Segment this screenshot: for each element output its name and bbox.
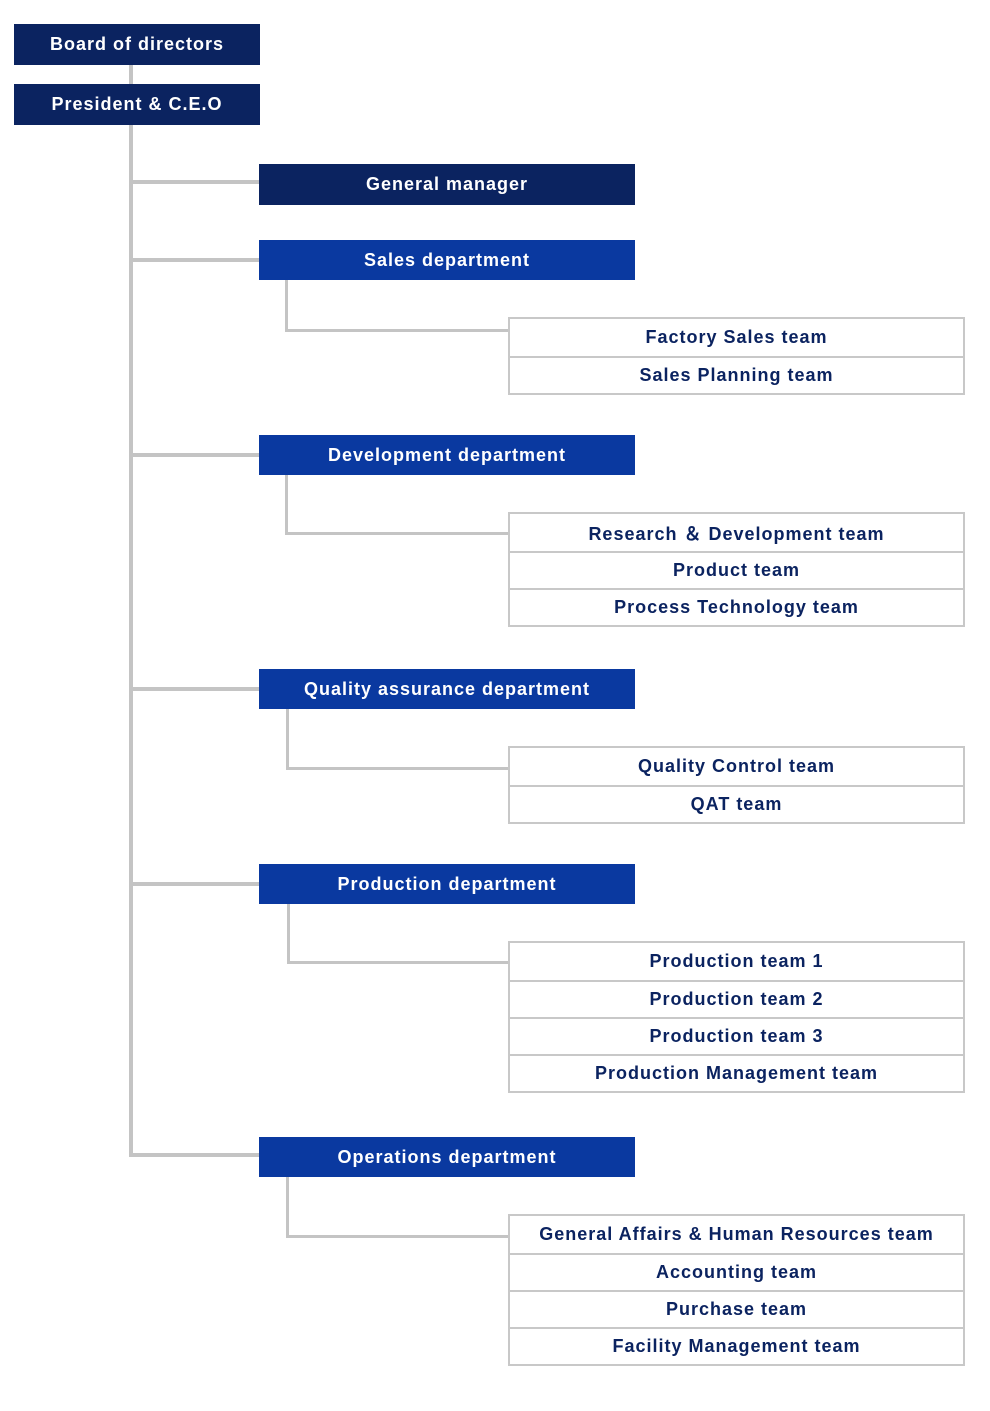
team-accounting: Accounting team xyxy=(510,1253,963,1290)
development-department-box: Development department xyxy=(259,435,635,475)
team-facility-management: Facility Management team xyxy=(510,1327,963,1364)
development-team-list: Research ＆ Development team Product team… xyxy=(508,512,965,627)
quality-assurance-department-box: Quality assurance department xyxy=(259,669,635,709)
trunk-connector xyxy=(129,64,133,1157)
sales-department-box: Sales department xyxy=(259,240,635,280)
team-general-affairs-hr: General Affairs & Human Resources team xyxy=(539,1224,934,1244)
team-production-management: Production Management team xyxy=(510,1054,963,1091)
team-qat: QAT team xyxy=(510,785,963,822)
branch-connector-development xyxy=(129,453,260,457)
elbow-h-operations xyxy=(286,1235,510,1238)
elbow-h-production xyxy=(287,961,510,964)
team-product: Product team xyxy=(510,551,963,588)
elbow-h-sales xyxy=(285,329,510,332)
branch-connector-general-manager xyxy=(129,180,260,184)
board-of-directors-box: Board of directors xyxy=(14,24,260,65)
production-team-list: Production team 1 Production team 2 Prod… xyxy=(508,941,965,1093)
branch-connector-sales xyxy=(129,258,260,262)
operations-team-list: General Affairs & Human Resources team A… xyxy=(508,1214,965,1366)
elbow-v-development xyxy=(285,474,288,535)
team-research-development: Research ＆ Development team xyxy=(588,523,885,544)
quality-team-list: Quality Control team QAT team xyxy=(508,746,965,824)
branch-connector-operations xyxy=(129,1153,260,1157)
production-department-box: Production department xyxy=(259,864,635,904)
team-production-2: Production team 2 xyxy=(510,980,963,1017)
elbow-v-quality xyxy=(286,708,289,770)
elbow-v-sales xyxy=(285,274,288,332)
team-sales-planning: Sales Planning team xyxy=(510,356,963,393)
branch-connector-quality xyxy=(129,687,260,691)
team-quality-control: Quality Control team xyxy=(637,756,836,776)
team-production-1: Production team 1 xyxy=(649,951,824,971)
team-factory-sales: Factory Sales team xyxy=(645,327,828,347)
team-production-3: Production team 3 xyxy=(510,1017,963,1054)
elbow-h-development xyxy=(285,532,510,535)
general-manager-box: General manager xyxy=(259,164,635,205)
elbow-v-operations xyxy=(286,1176,289,1238)
team-process-technology: Process Technology team xyxy=(510,588,963,625)
branch-connector-production xyxy=(129,882,260,886)
elbow-v-production xyxy=(287,903,290,964)
elbow-h-quality xyxy=(286,767,510,770)
president-ceo-box: President & C.E.O xyxy=(14,84,260,125)
sales-team-list: Factory Sales team Sales Planning team xyxy=(508,317,965,395)
team-purchase: Purchase team xyxy=(510,1290,963,1327)
operations-department-box: Operations department xyxy=(259,1137,635,1177)
